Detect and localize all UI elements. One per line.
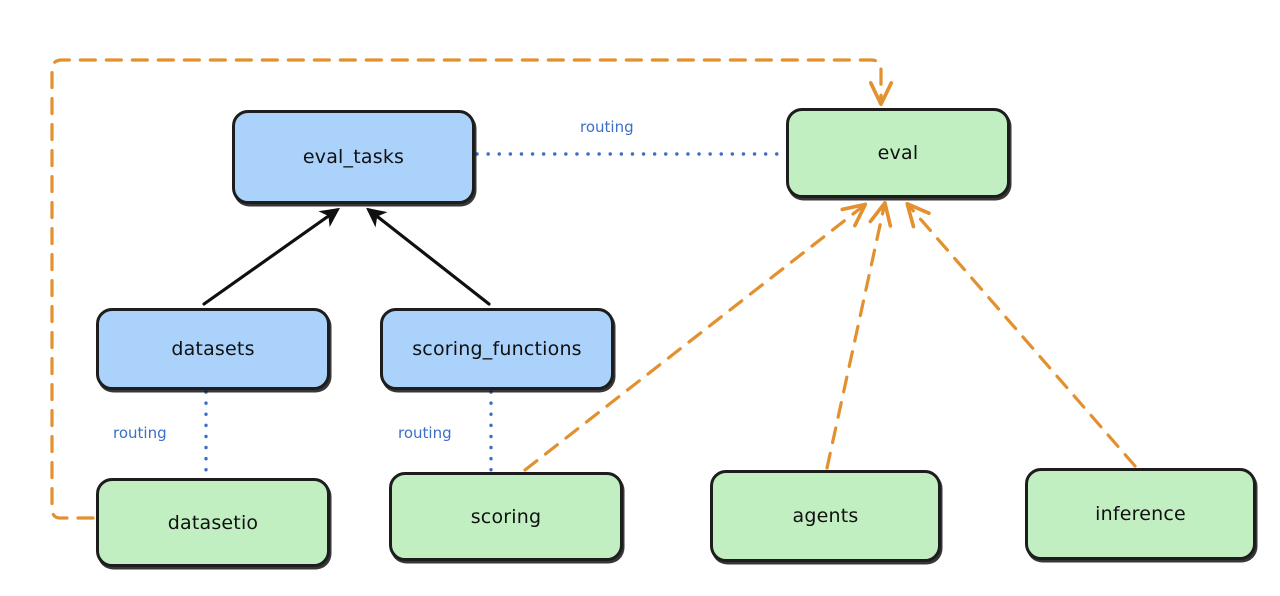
edge-label-routing-datasets: routing bbox=[111, 424, 169, 442]
node-label-datasets: datasets bbox=[171, 338, 255, 360]
node-datasets[interactable]: datasets bbox=[96, 308, 330, 390]
node-label-scoring: scoring bbox=[470, 505, 542, 528]
node-agents[interactable]: agents bbox=[710, 470, 941, 562]
edge-label-routing-eval: routing bbox=[578, 118, 636, 136]
node-label-datasetio: datasetio bbox=[167, 511, 259, 534]
node-scoring[interactable]: scoring bbox=[389, 472, 623, 561]
node-datasetio[interactable]: datasetio bbox=[96, 478, 330, 567]
node-eval-tasks[interactable]: eval_tasks bbox=[232, 110, 475, 204]
node-scoring-functions[interactable]: scoring_functions bbox=[380, 308, 614, 390]
node-label-eval: eval bbox=[877, 142, 919, 164]
node-label-eval-tasks: eval_tasks bbox=[302, 146, 405, 168]
node-label-scoring-functions: scoring_functions bbox=[412, 338, 582, 360]
node-inference[interactable]: inference bbox=[1025, 468, 1256, 560]
edge-scoring_functions-eval_tasks bbox=[366, 207, 491, 306]
edge-agents-eval bbox=[825, 201, 893, 470]
edge-inference-eval bbox=[905, 201, 1137, 468]
node-label-agents: agents bbox=[792, 505, 859, 527]
node-label-inference: inference bbox=[1095, 503, 1186, 525]
edge-datasets-eval_tasks bbox=[202, 207, 341, 306]
node-eval[interactable]: eval bbox=[786, 108, 1010, 198]
edge-label-routing-scoring: routing bbox=[396, 424, 454, 442]
